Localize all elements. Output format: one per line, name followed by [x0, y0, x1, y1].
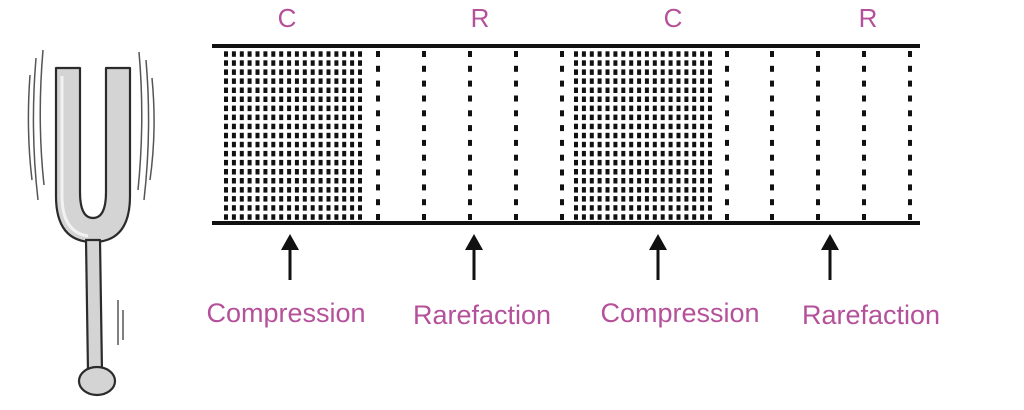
zone-arrows [281, 234, 839, 280]
compression-particles-1 [302, 51, 307, 220]
vibration-lines-right [117, 51, 155, 345]
rarefaction-particles-2 [725, 51, 729, 220]
compression-particles-1 [255, 51, 260, 220]
compression-particles-2 [589, 51, 594, 220]
compression-particles-1 [334, 51, 339, 220]
compression-particles-2 [637, 51, 642, 220]
compression-particles-1 [224, 51, 228, 220]
compression-particles-2 [581, 51, 586, 220]
compression-particles-1 [279, 51, 284, 220]
rarefaction-particles-2 [770, 51, 774, 220]
compression-particles-2 [597, 51, 602, 220]
zone-letter-2: R [471, 3, 490, 33]
compression-particles-1 [271, 51, 276, 220]
tuning-fork-icon [27, 49, 155, 397]
zone-letter-4: R [859, 3, 878, 33]
compression-particles-2 [605, 51, 610, 220]
rarefaction-particles-2 [908, 51, 912, 220]
zone-names: Compression Rarefaction Compression Rare… [206, 298, 940, 330]
zone-name-1: Compression [206, 298, 365, 328]
compression-particles-2 [668, 51, 673, 220]
compression-particles-1 [326, 51, 331, 220]
fork-highlight [60, 76, 89, 238]
rarefaction-particles-2 [862, 51, 866, 220]
zone-letter-1: C [278, 3, 297, 33]
rarefaction-particles-1 [560, 51, 564, 220]
rarefaction-particles-1 [514, 51, 518, 220]
compression-particles-1 [294, 51, 299, 220]
compression-particles-1 [287, 51, 292, 220]
compression-particles-2 [574, 51, 578, 220]
air-particles [224, 51, 912, 220]
compression-particles-2 [692, 51, 697, 220]
compression-particles-2 [700, 51, 705, 220]
rarefaction-particles-1 [422, 51, 426, 220]
fork-stem [84, 238, 104, 374]
fork-base [77, 365, 117, 397]
compression-particles-2 [708, 51, 712, 220]
arrow-compression-1 [281, 234, 299, 280]
rarefaction-particles-1 [468, 51, 472, 220]
rarefaction-particles-2 [816, 51, 820, 220]
compression-particles-2 [613, 51, 618, 220]
vibration-lines-left [27, 49, 45, 201]
zone-name-3: Compression [600, 298, 759, 328]
arrow-rarefaction-1 [465, 234, 483, 280]
zone-letter-3: C [664, 3, 683, 33]
compression-particles-1 [358, 51, 362, 220]
zone-name-4: Rarefaction [802, 300, 940, 330]
compression-particles-1 [342, 51, 347, 220]
fork-prongs [54, 66, 132, 244]
zone-letters: C R C R [278, 3, 878, 33]
zone-name-2: Rarefaction [413, 300, 551, 330]
compression-particles-1 [310, 51, 315, 220]
compression-particles-2 [629, 51, 634, 220]
compression-particles-2 [644, 51, 649, 220]
compression-particles-2 [676, 51, 681, 220]
compression-particles-1 [318, 51, 323, 220]
compression-particles-1 [263, 51, 268, 220]
compression-particles-1 [247, 51, 252, 220]
compression-particles-2 [684, 51, 689, 220]
compression-particles-1 [231, 51, 236, 220]
compression-particles-2 [652, 51, 657, 220]
compression-particles-2 [621, 51, 626, 220]
arrow-compression-2 [649, 234, 667, 280]
compression-particles-1 [350, 51, 355, 220]
rarefaction-particles-1 [376, 51, 380, 220]
compression-particles-2 [660, 51, 665, 220]
compression-particles-1 [239, 51, 244, 220]
arrow-rarefaction-2 [821, 234, 839, 280]
